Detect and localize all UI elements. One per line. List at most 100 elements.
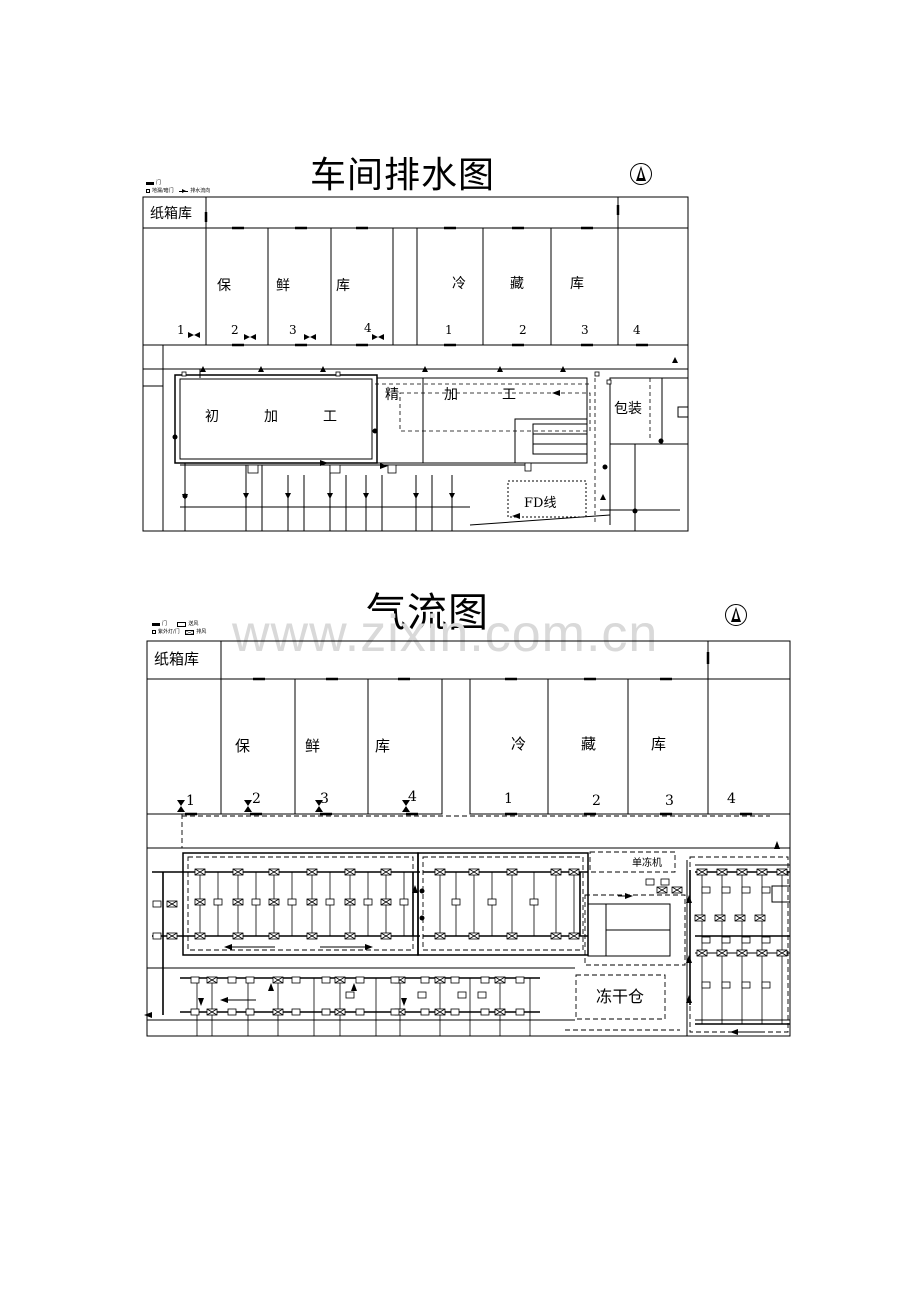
exhaust-fan-group bbox=[166, 868, 788, 1016]
exhaust-fan-cross bbox=[754, 914, 766, 922]
air-supply-icon bbox=[152, 932, 162, 940]
flow-arrow-icon bbox=[182, 357, 678, 519]
north-arrow-icon bbox=[630, 163, 652, 185]
flow-arrow-icon bbox=[179, 188, 189, 193]
air-supply-icon bbox=[660, 878, 670, 886]
freeze-dry-label: 冻干仓 bbox=[596, 987, 644, 1006]
exhaust-fan-cross bbox=[334, 1008, 346, 1016]
cold-number-label: 4 bbox=[727, 791, 736, 807]
exhaust-fan-cross bbox=[434, 976, 446, 984]
airflow-legend: 门 送风 紫外灯/门 排风 bbox=[152, 620, 206, 636]
exhaust-fan-cross bbox=[550, 868, 562, 876]
air-supply-icon bbox=[420, 976, 430, 984]
exhaust-fan-cross bbox=[232, 898, 244, 906]
air-supply-icon bbox=[450, 1008, 460, 1016]
air-supply-icon bbox=[355, 1008, 365, 1016]
drainage-carton-label: 纸箱库 bbox=[150, 206, 192, 222]
fresh-number-label: 2 bbox=[252, 791, 261, 807]
exhaust-fan-cross bbox=[494, 976, 506, 984]
cold-number-label: 1 bbox=[445, 323, 453, 337]
exhaust-fan-cross bbox=[568, 932, 580, 940]
air-supply-icon bbox=[515, 976, 525, 984]
drainage-cold-char: 库 bbox=[570, 276, 584, 292]
air-supply-icon bbox=[701, 936, 711, 944]
air-supply-icon bbox=[450, 976, 460, 984]
air-supply-icon bbox=[227, 1008, 237, 1016]
airflow-cold-char: 库 bbox=[651, 735, 666, 753]
exhaust-fan-cross bbox=[468, 868, 480, 876]
airflow-cold-char: 藏 bbox=[581, 735, 596, 753]
air-supply-icon bbox=[645, 878, 655, 886]
fresh-number-label: 3 bbox=[320, 791, 329, 807]
exhaust-fan-cross bbox=[166, 932, 178, 940]
exhaust-fan-cross bbox=[306, 932, 318, 940]
air-supply-icon bbox=[701, 981, 711, 989]
exhaust-fan-icon bbox=[185, 629, 195, 635]
legend-supply-label: 送风 bbox=[188, 621, 199, 627]
flow-arrow-icon bbox=[144, 841, 780, 1035]
legend-flow-label: 排水流向 bbox=[190, 188, 211, 194]
fresh-number-label: 4 bbox=[408, 789, 417, 805]
air-supply-icon bbox=[213, 898, 223, 906]
drainage-legend: 门 地漏/暗门 排水流向 bbox=[146, 179, 210, 195]
exhaust-fan-cross bbox=[268, 932, 280, 940]
air-supply-icon bbox=[152, 900, 162, 908]
north-arrow-icon bbox=[725, 604, 747, 626]
fresh-number-label: 2 bbox=[231, 323, 239, 337]
exhaust-fan-cross bbox=[166, 900, 178, 908]
exhaust-fan-cross bbox=[194, 868, 206, 876]
exhaust-fan-cross bbox=[344, 868, 356, 876]
exhaust-fan-cross bbox=[756, 868, 768, 876]
fd-line-label: FD线 bbox=[524, 496, 556, 511]
airflow-fresh-char: 库 bbox=[375, 737, 390, 755]
air-supply-icon bbox=[701, 886, 711, 894]
fresh-number-label: 1 bbox=[177, 323, 185, 337]
air-supply-icon bbox=[190, 976, 200, 984]
air-supply-icon bbox=[363, 898, 373, 906]
drainage-cold-char: 藏 bbox=[510, 276, 524, 292]
air-supply-icon bbox=[177, 621, 187, 627]
air-supply-icon bbox=[190, 1008, 200, 1016]
exhaust-fan-cross bbox=[344, 898, 356, 906]
airflow-fresh-char: 鲜 bbox=[305, 737, 320, 755]
single-freezer-area bbox=[589, 851, 676, 873]
exhaust-fan-cross bbox=[671, 886, 683, 894]
legend-exhaust-label: 排风 bbox=[196, 629, 207, 635]
cold-number-label: 2 bbox=[519, 323, 527, 337]
legend-uv-label: 紫外灯/门 bbox=[158, 629, 180, 635]
exhaust-fan-cross bbox=[696, 949, 708, 957]
airflow-fresh-char: 保 bbox=[235, 737, 250, 755]
airflow-cold-char: 冷 bbox=[511, 735, 526, 753]
drainage-fresh-char: 库 bbox=[336, 278, 350, 294]
airflow-carton-label: 纸箱库 bbox=[154, 650, 199, 668]
fresh-number-label: 4 bbox=[364, 321, 372, 335]
drainage-title: 车间排水图 bbox=[310, 155, 496, 196]
fine-char: 加 bbox=[444, 387, 458, 403]
exhaust-fan-cross bbox=[206, 976, 218, 984]
air-supply-icon bbox=[487, 898, 497, 906]
exhaust-fan-cross bbox=[736, 949, 748, 957]
air-supply-icon bbox=[741, 981, 751, 989]
air-supply-icon bbox=[291, 976, 301, 984]
exhaust-fan-cross bbox=[232, 932, 244, 940]
air-supply-icon bbox=[741, 886, 751, 894]
legend-door-label: 门 bbox=[156, 180, 162, 186]
exhaust-fan-cross bbox=[694, 914, 706, 922]
air-supply-icon bbox=[227, 976, 237, 984]
air-supply-icon bbox=[390, 1008, 400, 1016]
air-supply-icon bbox=[325, 898, 335, 906]
exhaust-fan-cross bbox=[272, 976, 284, 984]
exhaust-fan-cross bbox=[434, 1008, 446, 1016]
air-supply-icon bbox=[345, 991, 355, 999]
air-supply-icon bbox=[529, 898, 539, 906]
fine-char: 工 bbox=[502, 387, 516, 403]
air-supply-icon bbox=[420, 1008, 430, 1016]
air-supply-icon bbox=[390, 976, 400, 984]
cold-number-label: 3 bbox=[581, 323, 589, 337]
packing-label: 包装 bbox=[614, 401, 642, 417]
exhaust-fan-cross bbox=[776, 868, 788, 876]
valve-icon bbox=[177, 800, 410, 812]
exhaust-fan-cross bbox=[306, 868, 318, 876]
cold-number-label: 2 bbox=[592, 793, 601, 809]
air-supply-icon bbox=[417, 991, 427, 999]
